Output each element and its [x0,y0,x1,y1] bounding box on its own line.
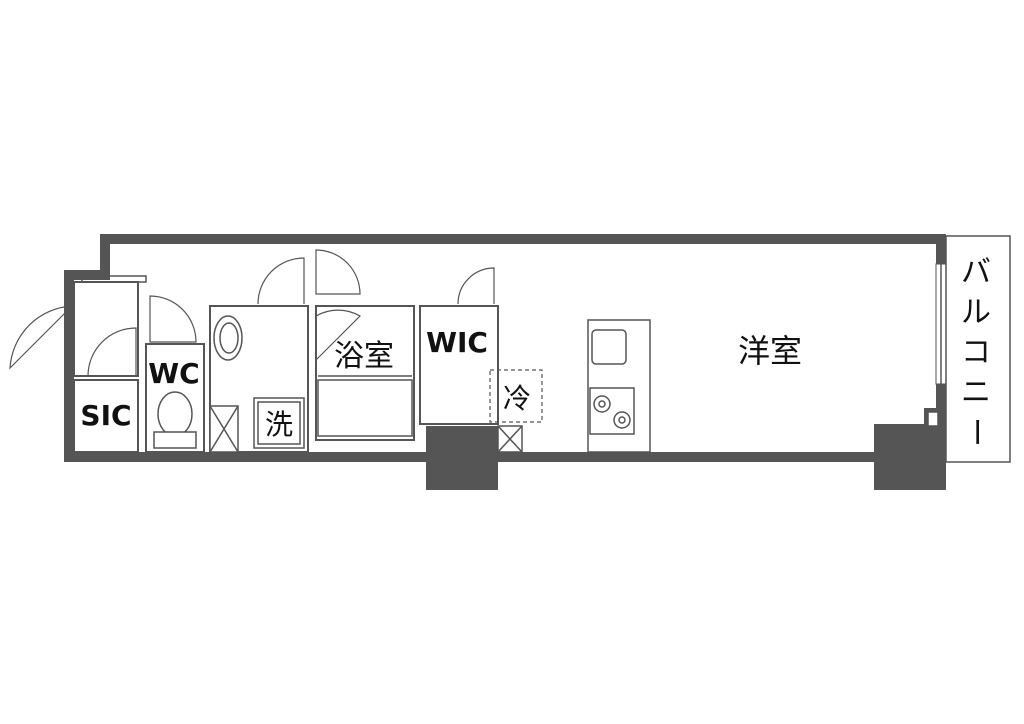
meter-box-cross [497,425,523,453]
label-fridge: 冷 [503,382,531,415]
label-balcony-2: ル [961,295,991,330]
wash-door [257,257,305,305]
kitchen-sink [591,329,627,365]
wic-door [457,267,495,305]
entrance-step [81,275,147,283]
sic-room [73,379,139,453]
label-wc: WC [148,357,199,390]
wc-door [149,295,197,343]
burner-1 [593,395,611,413]
cooktop [589,387,635,435]
entrance-door [9,305,74,370]
toilet-bowl [157,391,193,437]
label-sic: SIC [80,399,131,432]
small-vent [927,411,939,427]
toilet-tank [153,431,197,449]
label-wash: 洗 [265,408,293,441]
balcony [945,235,1011,463]
label-western: 洋室 [738,332,802,370]
label-balcony-3: コ [961,335,991,370]
bath-door [315,309,361,361]
label-wic: WIC [426,326,488,359]
washing-machine-inner [257,401,301,445]
shelf-cross [209,405,239,453]
burner-2 [613,411,631,429]
fridge-space [489,369,543,423]
bathtub [317,379,413,437]
label-balcony-4: ニ [961,375,991,410]
label-bath: 浴室 [334,339,394,374]
burner-2-inner [618,416,626,424]
washing-machine-pan [253,397,305,449]
wash-basin-inner [219,322,239,354]
wic-room [419,305,499,425]
burner-1-inner [598,400,606,408]
hall-door [315,249,361,295]
label-balcony-1: バ [961,255,991,290]
sic-door [87,327,137,377]
label-balcony-5: ー [958,417,993,447]
